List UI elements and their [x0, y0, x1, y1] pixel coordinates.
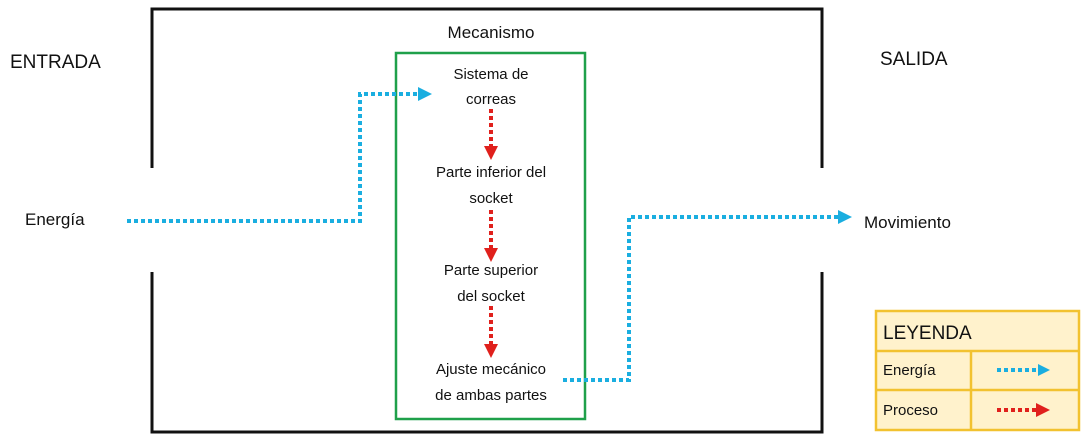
legend: LEYENDA Energía Proceso — [874, 309, 1081, 432]
mechanism-title: Mecanismo — [448, 23, 535, 42]
step-socket-upper: Parte superior del socket — [444, 262, 538, 305]
output-header: SALIDA — [880, 49, 948, 70]
outer-frame-top — [150, 7, 824, 168]
step-line: Sistema de — [453, 66, 528, 83]
legend-energy-label: Energía — [883, 362, 936, 379]
legend-title: LEYENDA — [883, 323, 972, 344]
step-mechanical-fit: Ajuste mecánico de ambas partes — [435, 361, 547, 404]
energy-output-arrow — [563, 210, 852, 382]
process-arrow — [484, 109, 498, 160]
outer-frame-bottom — [150, 272, 824, 434]
input-header: ENTRADA — [10, 52, 101, 73]
step-line: Ajuste mecánico — [436, 361, 546, 378]
step-belt-system: Sistema de correas — [453, 66, 528, 108]
legend-process-label: Proceso — [883, 402, 938, 419]
process-arrow — [484, 210, 498, 262]
energy-input-arrow — [127, 87, 432, 223]
step-line: Parte inferior del — [436, 164, 546, 181]
legend-process-arrow — [997, 403, 1050, 417]
step-line: Parte superior — [444, 262, 538, 279]
mechanism-box — [394, 51, 587, 421]
step-line: correas — [466, 91, 516, 108]
process-arrow — [484, 306, 498, 358]
step-socket-lower: Parte inferior del socket — [436, 164, 546, 207]
step-line: del socket — [457, 288, 525, 305]
step-line: de ambas partes — [435, 387, 547, 404]
input-energy-label: Energía — [25, 210, 85, 229]
legend-energy-arrow — [997, 364, 1050, 376]
step-line: socket — [469, 190, 513, 207]
output-movement-label: Movimiento — [864, 213, 951, 232]
